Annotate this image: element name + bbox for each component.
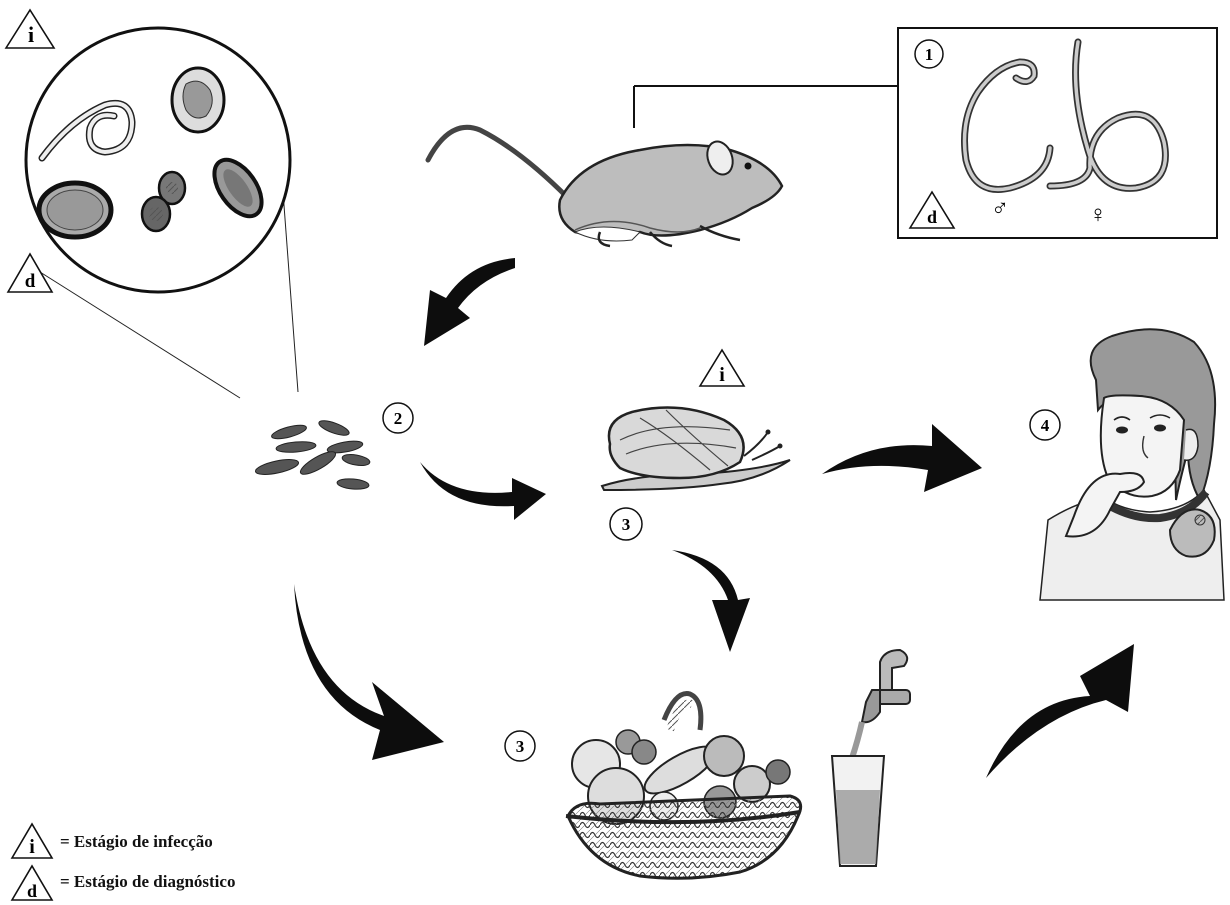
step-3-basket-circle: 3 [505, 731, 535, 761]
infection-marker-top: i [6, 10, 54, 48]
step-1-label: 1 [925, 45, 934, 64]
female-symbol: ♀ [1089, 202, 1107, 228]
legend-infection-letter: i [29, 836, 35, 858]
infection-marker-snail-letter: i [719, 364, 725, 386]
legend-diagnostic-letter: d [27, 881, 37, 901]
diagnostic-marker-letter: d [25, 271, 36, 292]
fruit-basket [566, 694, 801, 879]
step-2-label: 2 [394, 409, 403, 428]
arrow-larvae-to-basket [294, 584, 444, 760]
egg-large [39, 183, 111, 237]
step-2-circle: 2 [383, 403, 413, 433]
step-3-snail-circle: 3 [610, 508, 642, 540]
arrow-larvae-to-snail [420, 462, 546, 520]
diagnostic-marker-circle: d [8, 254, 52, 292]
arrow-snail-to-basket [672, 550, 750, 652]
legend-infection-text: = Estágio de infecção [60, 832, 213, 852]
legend-infection: i = Estágio de infecção [8, 822, 308, 862]
male-symbol: ♂ [991, 196, 1009, 222]
legend-diagnostic-symbol: d [8, 862, 54, 902]
adult-worms-panel: 1 d ♂ ♀ [898, 28, 1217, 238]
arrow-rat-to-larvae [424, 258, 515, 346]
step-4-circle: 4 [1030, 410, 1060, 440]
first-stage-larvae [254, 418, 370, 491]
infection-marker-snail: i [700, 350, 744, 386]
snail-host [602, 408, 790, 491]
child-host [1040, 329, 1224, 600]
diagnostic-marker-worms-letter: d [927, 207, 937, 227]
egg-top [172, 68, 224, 132]
step-3-basket-label: 3 [516, 737, 525, 756]
legend-diagnostic-text: = Estágio de diagnóstico [60, 872, 235, 892]
water-tap-glass [832, 650, 910, 866]
arrow-snail-to-child [822, 424, 982, 492]
rat-host [428, 86, 898, 246]
step-1-circle: 1 [915, 40, 943, 68]
infection-marker-letter: i [28, 22, 34, 47]
step-4-label: 4 [1041, 416, 1050, 435]
arrow-water-to-child [986, 644, 1134, 778]
magnified-view [26, 28, 298, 398]
step-3-snail-label: 3 [622, 515, 631, 534]
legend-infection-symbol: i [8, 822, 54, 862]
legend-diagnostic: d = Estágio de diagnóstico [8, 862, 308, 902]
